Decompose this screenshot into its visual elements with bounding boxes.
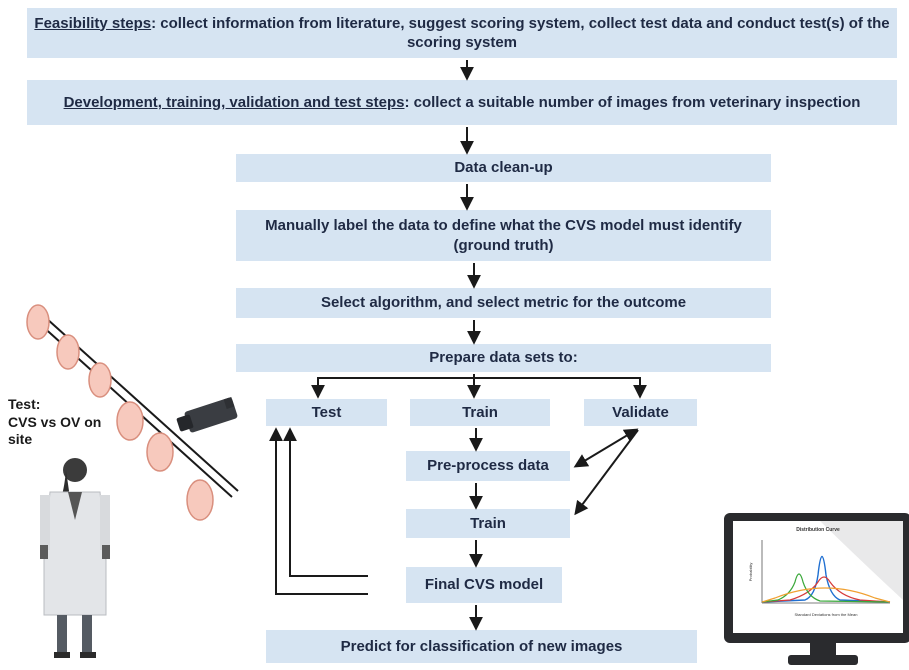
final-model-box: Final CVS model bbox=[406, 567, 562, 603]
feasibility-text: : collect information from literature, s… bbox=[151, 14, 890, 52]
development-text: : collect a suitable number of images fr… bbox=[404, 93, 861, 111]
train2-label: Train bbox=[470, 514, 506, 532]
train-label: Train bbox=[462, 403, 498, 421]
test-label: Test bbox=[311, 403, 342, 421]
site-test-label: Test: CVS vs OV on site bbox=[8, 396, 102, 447]
labeling-box: Manually label the data to define what t… bbox=[236, 210, 771, 261]
camera-icon bbox=[176, 397, 238, 433]
development-box: Development, training, validation and te… bbox=[27, 80, 897, 125]
carcass-icon bbox=[116, 401, 144, 441]
test-box: Test bbox=[266, 399, 387, 426]
arrow-final-to-test-inner bbox=[283, 427, 368, 577]
chart-ylabel: Probability bbox=[748, 563, 753, 582]
predict-label: Predict for classification of new images bbox=[340, 637, 623, 655]
arrow-branch-line bbox=[317, 377, 641, 397]
development-heading: Development, training, validation and te… bbox=[63, 93, 405, 111]
arrow-validate-train2 bbox=[574, 429, 639, 516]
feasibility-box: Feasibility steps: collect information f… bbox=[27, 8, 897, 58]
chart-xlabel: Standard Deviations from the Mean bbox=[795, 612, 858, 617]
predict-box: Predict for classification of new images bbox=[266, 630, 697, 663]
labeling-label: Manually label the data to define what t… bbox=[265, 217, 742, 254]
carcass-icon bbox=[186, 479, 214, 521]
feasibility-heading: Feasibility steps bbox=[34, 14, 152, 32]
curve-red bbox=[761, 576, 891, 603]
carcass-icon bbox=[88, 362, 112, 398]
prepare-box: Prepare data sets to: bbox=[236, 344, 771, 372]
distribution-chart: Distribution Curve Probability Standard … bbox=[748, 527, 891, 617]
carcass-icon bbox=[146, 432, 174, 472]
algorithm-label: Select algorithm, and select metric for … bbox=[320, 294, 687, 312]
chart-title: Distribution Curve bbox=[796, 527, 840, 533]
preprocess-label: Pre-process data bbox=[427, 457, 549, 475]
inspector-person-icon bbox=[40, 458, 110, 658]
validate-label: Validate bbox=[612, 403, 669, 421]
carcass-icon bbox=[56, 334, 80, 370]
cleanup-box: Data clean-up bbox=[236, 154, 771, 182]
monitor-icon bbox=[724, 513, 909, 665]
carcass-icons bbox=[26, 304, 214, 521]
arrow-final-to-test-outer bbox=[269, 427, 368, 595]
prepare-label: Prepare data sets to: bbox=[429, 349, 578, 367]
validate-box: Validate bbox=[584, 399, 697, 426]
curve-blue bbox=[761, 555, 891, 603]
flow-arrows bbox=[269, 60, 647, 631]
cleanup-label: Data clean-up bbox=[454, 159, 553, 177]
carcass-icon bbox=[26, 304, 50, 340]
curve-orange bbox=[761, 587, 891, 603]
train-box: Train bbox=[410, 399, 550, 426]
final-model-label: Final CVS model bbox=[424, 576, 544, 594]
algorithm-box: Select algorithm, and select metric for … bbox=[236, 288, 771, 318]
train2-box: Train bbox=[406, 509, 570, 538]
arrow-validate-preprocess bbox=[573, 428, 639, 468]
preprocess-box: Pre-process data bbox=[406, 451, 570, 481]
